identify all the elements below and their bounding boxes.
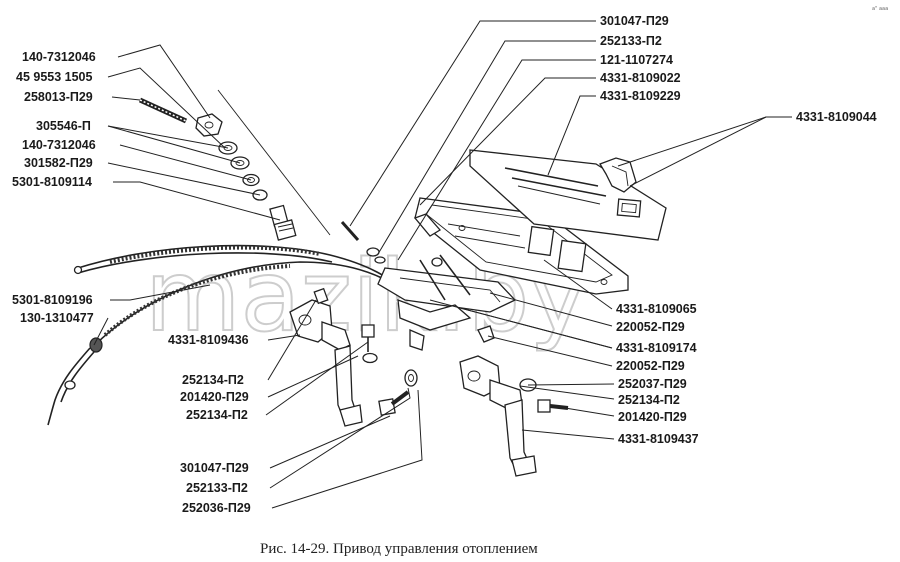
label-left-13: 252134-П2	[186, 408, 248, 422]
right-bracket-part	[459, 355, 537, 477]
label-left-12: 201420-П29	[180, 390, 249, 404]
label-top-3: 121-1107274	[600, 53, 673, 67]
clip-part	[599, 157, 637, 193]
left-bracket-part	[289, 287, 363, 427]
label-right-6: 252037-П29	[618, 377, 687, 391]
label-left-10: 4331-8109436	[168, 333, 249, 347]
label-top-2: 252133-П2	[600, 34, 662, 48]
cable-fitting-part	[269, 204, 297, 241]
long-bolt-part	[138, 97, 188, 124]
leader-lines	[93, 20, 792, 509]
label-right-3: 220052-П29	[616, 320, 685, 334]
label-left-8: 5301-8109196	[12, 293, 93, 307]
label-left-9: 130-1310477	[20, 311, 94, 325]
labels-top: 301047-П29 252133-П2 121-1107274 4331-81…	[600, 14, 681, 103]
label-left-6: 301582-П29	[24, 156, 93, 170]
label-left-5: 140-7312046	[22, 138, 96, 152]
labels-left: 140-7312046 45 9553 1505 258013-П29 3055…	[12, 50, 249, 422]
label-bottom-2: 252133-П2	[186, 481, 248, 495]
corner-mark: a" aaa	[872, 6, 888, 12]
label-bottom-3: 252036-П29	[182, 501, 251, 515]
label-top-5: 4331-8109229	[600, 89, 681, 103]
label-top-4: 4331-8109022	[600, 71, 681, 85]
parts-drawing	[47, 89, 667, 477]
spring-clip-part	[477, 325, 495, 343]
label-left-11: 252134-П2	[182, 373, 244, 387]
label-right-5: 220052-П29	[616, 359, 685, 373]
figure-caption: Рис. 14-29. Привод управления отоплением	[260, 541, 538, 557]
labels-right: 4331-8109044 4331-8109065 220052-П29 433…	[616, 110, 877, 446]
label-right-8: 201420-П29	[618, 410, 687, 424]
central-bolt-part	[378, 369, 418, 416]
label-left-7: 5301-8109114	[12, 175, 92, 189]
nut-part	[195, 113, 223, 137]
control-cables	[47, 244, 406, 426]
label-left-4: 305546-П	[36, 119, 91, 133]
label-right-7: 252134-П2	[618, 393, 680, 407]
label-left-2: 45 9553 1505	[16, 70, 93, 84]
labels-bottom: 301047-П29 252133-П2 252036-П29	[180, 461, 251, 515]
label-left-1: 140-7312046	[22, 50, 96, 64]
lever-mechanism-part	[377, 254, 517, 351]
label-top-1: 301047-П29	[600, 14, 669, 28]
label-bottom-1: 301047-П29	[180, 461, 249, 475]
control-panel-part	[469, 149, 667, 241]
label-left-3: 258013-П29	[24, 90, 93, 104]
label-right-4: 4331-8109174	[616, 341, 697, 355]
label-right-1: 4331-8109044	[796, 110, 877, 124]
label-right-2: 4331-8109065	[616, 302, 697, 316]
label-right-9: 4331-8109437	[618, 432, 699, 446]
